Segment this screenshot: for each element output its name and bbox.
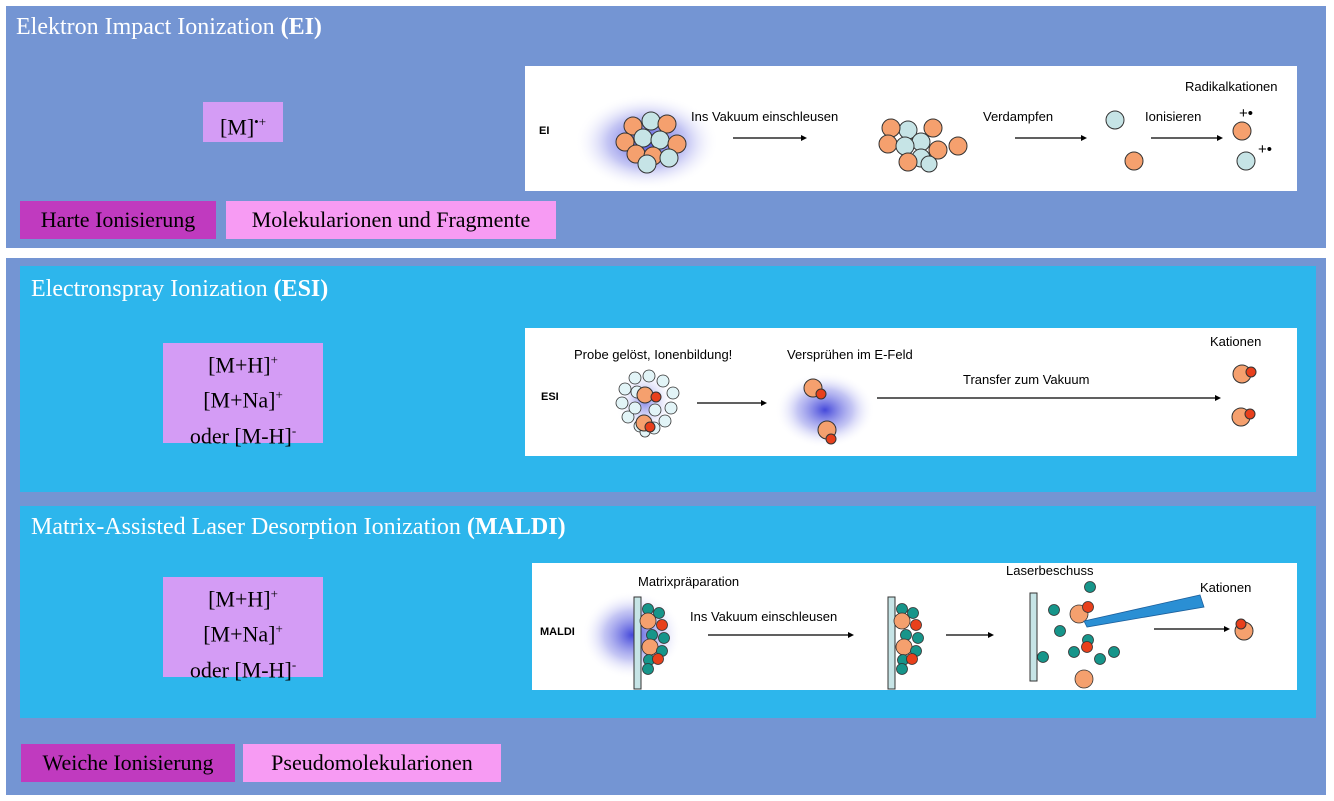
maldi-result-label: Kationen [1200,580,1251,595]
maldi-matrix-crystals-1 [639,603,670,675]
ei-ion-box: [M]•+ [203,102,283,142]
ei-arrow-1-head [801,135,807,141]
maldi-target-plate-3 [1029,592,1038,682]
ei-result-tag: Molekularionen und Fragmente [226,201,556,239]
maldi-diagram-label: MALDI [540,626,575,638]
esi-cation-charge-1 [1245,366,1257,378]
ei-step1-label: Ins Vakuum einschleusen [691,109,838,124]
maldi-step2-label: Ins Vakuum einschleusen [690,609,837,624]
laser-beam [1083,594,1205,628]
ei-molecule-light [1105,110,1125,130]
ei-step3-label: Ionisieren [1145,109,1201,124]
esi-maldi-panel: Electronspray Ionization (ESI) [M+H]+ [M… [6,258,1326,795]
maldi-arrow-1-head [848,632,854,638]
maldi-target-plate-2 [887,596,896,690]
esi-result-label: Kationen [1210,334,1261,349]
esi-step3-label: Transfer zum Vakuum [963,372,1089,387]
esi-title: Electronspray Ionization (ESI) [31,276,329,302]
esi-diagram-label: ESI [541,391,559,403]
esi-section: Electronspray Ionization (ESI) [M+H]+ [M… [20,266,1316,492]
maldi-matrix-crystals-2 [893,603,924,675]
hard-ionization-tag: Harte Ionisierung [20,201,216,239]
maldi-ion-line-2: [M+Na]+ [203,621,283,647]
maldi-section: Matrix-Assisted Laser Desorption Ionizat… [20,506,1316,718]
soft-ionization-tag: Weiche Ionisierung [21,744,235,782]
esi-ion-line-1: [M+H]+ [208,352,278,378]
ei-radical-cation-2 [1236,151,1256,171]
esi-spray-charge-1 [815,388,827,400]
ei-panel: Elektron Impact Ionization (EI) [M]•+ EI [6,6,1326,248]
esi-step2-label: Versprühen im E-Feld [787,347,913,362]
esi-spray-charge-2 [825,433,837,445]
ei-arrow-3-head [1217,135,1223,141]
pseudomolecular-tag: Pseudomolekularionen [243,744,501,782]
ei-radical-cation-1 [1232,121,1252,141]
ei-step2-label: Verdampfen [983,109,1053,124]
esi-arrow-2-head [1215,395,1221,401]
ei-evaporating-cluster [878,118,968,173]
esi-analyte-1 [636,386,654,404]
ei-charge-2: +• [1258,141,1272,158]
ei-diagram: EI Ins Vakuum einschleusen [525,66,1297,191]
esi-charge-2 [644,421,656,433]
ei-charge-1: +• [1239,105,1253,122]
maldi-step3-label: Laserbeschuss [1006,563,1094,578]
esi-ion-box: [M+H]+ [M+Na]+ oder [M-H]- [163,343,323,448]
esi-arrow-1-head [761,400,767,406]
maldi-desorbed-particles [1037,581,1120,689]
esi-charge-1 [650,391,662,403]
maldi-cation-charge [1235,618,1247,630]
ei-molecule-analyte [1124,151,1144,171]
maldi-arrow-2-head [988,632,994,638]
ei-arrow-2-head [1081,135,1087,141]
esi-step1-label: Probe gelöst, Ionenbildung! [574,347,732,362]
maldi-title: Matrix-Assisted Laser Desorption Ionizat… [31,514,566,540]
ei-diagram-label: EI [539,125,549,137]
maldi-arrow-3-head [1224,626,1230,632]
ei-cluster [615,111,687,174]
maldi-diagram: MALDI Matrixpräparation Ins Vakuum einsc… [532,563,1297,690]
maldi-step1-label: Matrixpräparation [638,574,739,589]
esi-ion-line-2: [M+Na]+ [203,387,283,413]
ei-title: Elektron Impact Ionization (EI) [16,14,322,40]
esi-ion-line-3: oder [M-H]- [189,422,297,448]
esi-diagram: ESI Probe gelöst, Ionenbildung! Versprüh… [525,328,1297,456]
ei-result-label: Radikalkationen [1185,79,1278,94]
esi-cation-charge-2 [1244,408,1256,420]
maldi-target-plate-1 [633,596,642,690]
maldi-ion-line-1: [M+H]+ [208,586,278,612]
maldi-ion-box: [M+H]+ [M+Na]+ oder [M-H]- [163,577,323,682]
esi-spray-glow [775,372,875,448]
maldi-ion-line-3: oder [M-H]- [189,656,297,682]
